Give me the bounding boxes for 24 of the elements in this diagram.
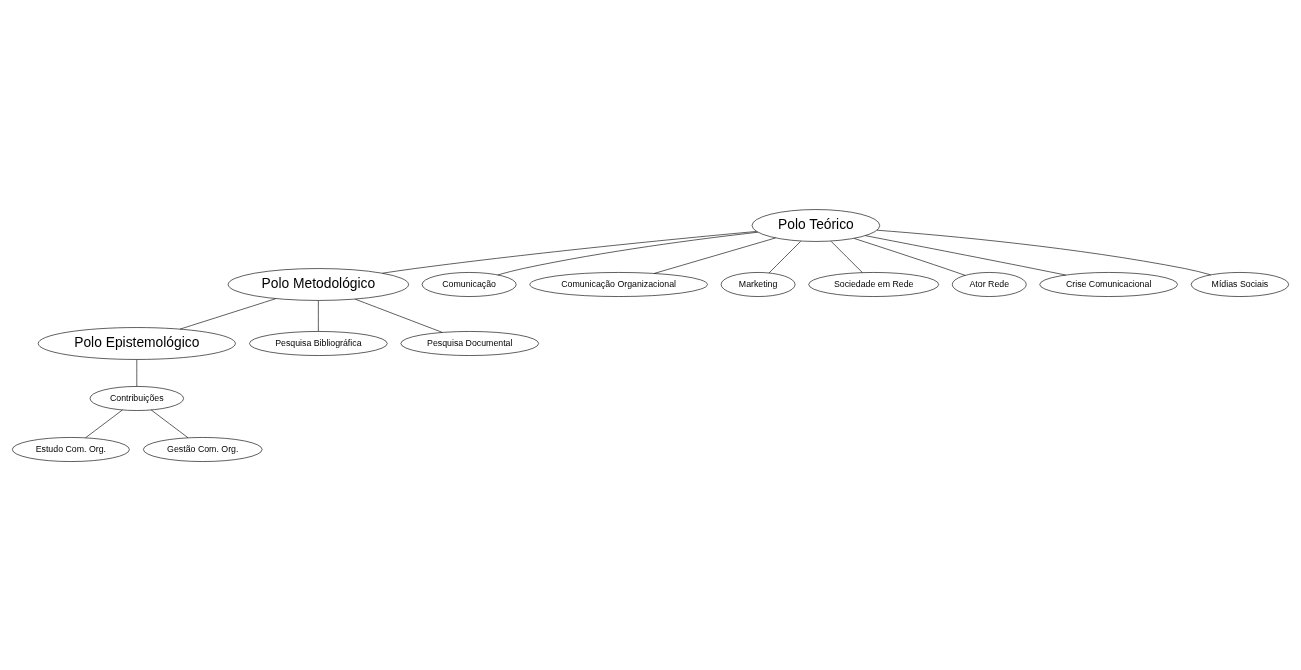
node-ellipse: Polo Epistemológico — [37, 326, 236, 360]
node-ellipse: Ator Rede — [951, 271, 1027, 297]
node-ellipse: Comunicação — [421, 271, 517, 297]
node-ellipse: Mídias Sociais — [1190, 271, 1289, 297]
node-ellipse: Polo Teórico — [751, 208, 881, 242]
node-ellipse: Sociedade em Rede — [808, 271, 939, 297]
connector — [853, 237, 966, 276]
connector — [150, 409, 189, 438]
node-ellipse: Comunicação Organizacional — [529, 271, 708, 297]
node-ellipse: Crise Comunicacional — [1039, 271, 1178, 297]
connector — [354, 298, 443, 333]
connector — [179, 297, 277, 329]
connector — [768, 240, 802, 273]
connector — [865, 234, 1067, 275]
node-ellipse: Estudo Com. Org. — [12, 436, 130, 462]
node-ellipse: Pesquisa Bibliográfica — [249, 330, 388, 356]
connector — [653, 237, 776, 274]
node-ellipse: Marketing — [720, 271, 796, 297]
node-ellipse: Pesquisa Documental — [400, 330, 539, 356]
connector — [876, 229, 1211, 275]
node-ellipse: Gestão Com. Org. — [143, 436, 263, 462]
connector — [382, 230, 757, 273]
node-ellipse: Polo Metodológico — [227, 267, 409, 301]
node-ellipse: Contribuições — [89, 385, 184, 411]
